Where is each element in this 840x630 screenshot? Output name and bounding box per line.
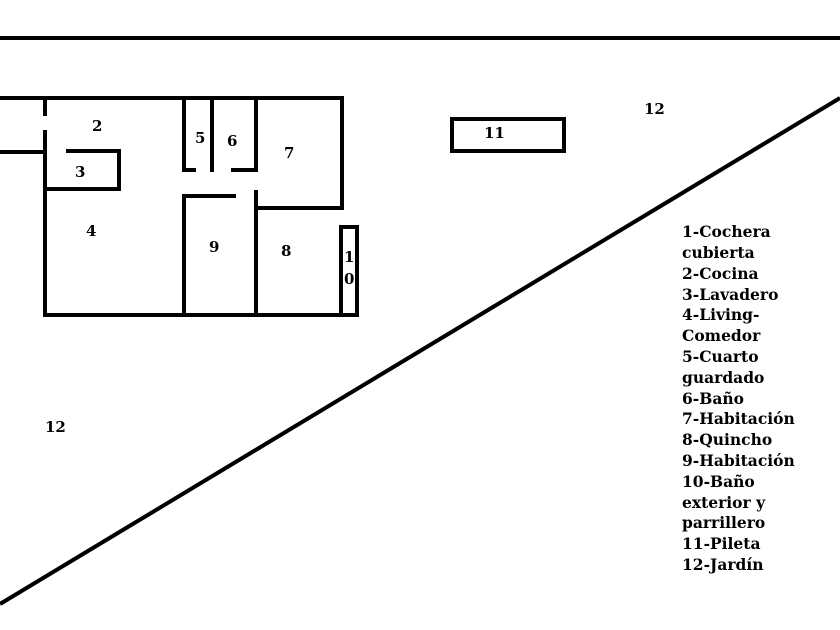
legend-line: 8-Quincho (682, 430, 772, 449)
legend-line: 6-Baño (682, 389, 744, 408)
room-label-5: 5 (195, 129, 205, 147)
legend-line: 7-Habitación (682, 409, 795, 428)
legend-line: 5-Cuarto (682, 347, 759, 366)
house-walls (0, 96, 345, 317)
legend-line: 11-Pileta (682, 534, 761, 553)
room-label-4: 4 (86, 222, 96, 240)
room-label-10-top: 1 (344, 248, 354, 266)
lot-diagonal-boundary (0, 96, 840, 606)
room-5-6-walls (182, 96, 258, 172)
legend-line: 4-Living- (682, 305, 759, 324)
legend-line: exterior y (682, 493, 766, 512)
room-label-3: 3 (75, 163, 85, 181)
legend-line: 1-Cochera (682, 222, 771, 241)
legend-line: cubierta (682, 243, 755, 262)
legend-line: 9-Habitación (682, 451, 795, 470)
legend-line: 2-Cocina (682, 264, 759, 283)
room-label-7: 7 (284, 144, 294, 162)
room-label-2: 2 (92, 117, 102, 135)
room-label-12-top: 12 (644, 100, 665, 118)
room-label-9: 9 (209, 238, 219, 256)
legend-line: Comedor (682, 326, 761, 345)
room-label-10-bottom: 0 (344, 270, 354, 288)
room-10-walls (339, 225, 359, 317)
legend-line: parrillero (682, 513, 765, 532)
legend-line: 10-Baño (682, 472, 755, 491)
room-label-11: 11 (484, 124, 505, 142)
room-9-walls (182, 190, 258, 317)
legend-line: guardado (682, 368, 764, 387)
room-label-8: 8 (281, 242, 291, 260)
room-3-walls (43, 149, 121, 191)
legend: 1-Cochera cubierta 2-Cocina 3-Lavadero 4… (682, 222, 795, 574)
legend-line: 12-Jardín (682, 555, 764, 574)
room-label-12-left: 12 (45, 418, 66, 436)
legend-line: 3-Lavadero (682, 285, 778, 304)
room-label-6: 6 (227, 132, 237, 150)
pool-outline (450, 117, 566, 153)
